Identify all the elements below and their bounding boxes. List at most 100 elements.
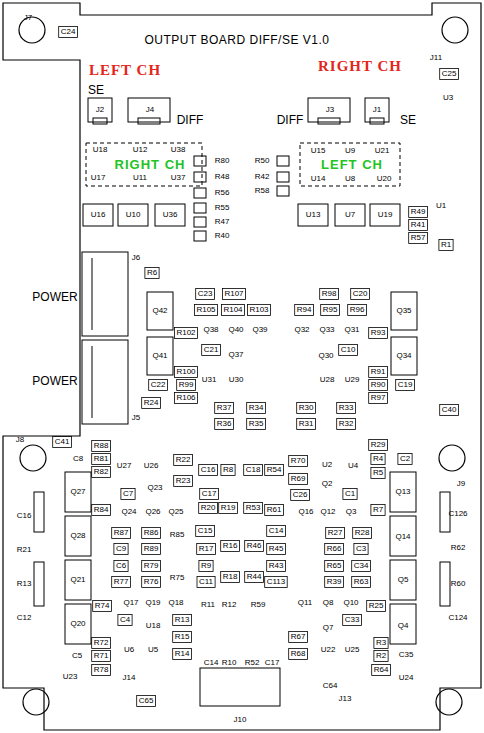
part-label: R80 (215, 157, 230, 165)
part-label: R31 (299, 420, 314, 428)
part-outline (291, 490, 310, 501)
section-label: DIFF (177, 114, 204, 126)
part-label: R1 (441, 241, 451, 249)
part-outline (219, 503, 238, 514)
part-label: U38 (171, 146, 186, 154)
part-outline (202, 345, 221, 356)
part-label: R32 (339, 420, 354, 428)
part-label: C65 (139, 697, 154, 705)
part-label: R90 (371, 381, 386, 389)
part-outline (374, 638, 388, 649)
part-outline (200, 489, 219, 500)
part-label: U25 (345, 646, 360, 654)
part-label: U21 (375, 147, 390, 155)
part-label: C5 (72, 652, 82, 660)
part-label: R69 (291, 475, 306, 483)
part-label: R25 (369, 602, 384, 610)
part-label: C126 (448, 510, 467, 518)
part-label: C40 (442, 406, 457, 414)
part-label: R55 (215, 204, 230, 212)
part-outline (369, 328, 388, 339)
part-label: U37 (171, 174, 186, 182)
part-label: C1 (345, 490, 355, 498)
part-label: U16 (91, 211, 106, 219)
part-label: R20 (201, 504, 216, 512)
part-outline (372, 665, 391, 676)
part-outline (267, 561, 286, 572)
part-label: Q3 (346, 508, 357, 516)
part-label: Q2 (322, 480, 333, 488)
part-label: R37 (217, 404, 232, 412)
part-outline (337, 419, 356, 430)
part-outline (194, 305, 217, 316)
part-label: U13 (306, 211, 321, 219)
part-label: Q37 (228, 351, 243, 359)
part-label: R17 (199, 545, 214, 553)
part-label: C35 (399, 651, 414, 659)
part-outline (247, 403, 266, 414)
part-label: R40 (215, 232, 230, 240)
part-outline (320, 289, 339, 300)
part-label: J3 (326, 106, 334, 114)
part-label: J7 (24, 14, 32, 22)
part-outline (297, 403, 316, 414)
part-label: R39 (327, 578, 342, 586)
part-label: R74 (95, 602, 110, 610)
part-outline (92, 638, 111, 649)
part-label: Q12 (320, 508, 335, 516)
part-outline (245, 541, 264, 552)
part-label: R89 (144, 545, 159, 553)
connector-footprint (82, 98, 389, 706)
part-outline (289, 456, 308, 467)
part-label: R28 (355, 529, 370, 537)
part-outline (326, 528, 345, 539)
part-label: U7 (345, 211, 355, 219)
part-label: U3 (443, 94, 453, 102)
section-label: SE (400, 114, 416, 126)
part-label: R11 (201, 601, 215, 609)
part-outline (145, 268, 159, 279)
part-label: R22 (176, 456, 191, 464)
part-label: R95 (323, 306, 338, 314)
part-outline (92, 665, 111, 676)
part-label: Q38 (203, 326, 218, 334)
part-label: R104 (223, 306, 242, 314)
part-label: R93 (371, 329, 386, 337)
part-label: R67 (291, 633, 306, 641)
part-label: J11 (430, 54, 442, 62)
part-outline (137, 696, 156, 707)
part-label: C26 (293, 491, 308, 499)
part-label: Q14 (395, 533, 410, 541)
part-outline (114, 544, 128, 555)
part-label: R72 (94, 639, 109, 647)
part-label: R60 (451, 580, 466, 588)
part-label: Q19 (145, 599, 160, 607)
section-label: DIFF (277, 114, 304, 126)
part-label: C124 (448, 614, 467, 622)
part-label: Q5 (398, 576, 409, 584)
part-outline (142, 398, 161, 409)
part-label: R23 (176, 477, 191, 485)
part-label: U14 (311, 175, 326, 183)
part-outline (371, 468, 385, 479)
part-outline (177, 380, 196, 391)
part-label: U36 (163, 211, 178, 219)
part-label: R107 (224, 290, 243, 298)
part-label: R18 (223, 573, 238, 581)
pad-footprint (34, 156, 450, 606)
part-label: R14 (175, 650, 190, 658)
part-label: U2 (322, 461, 332, 469)
part-label: U12 (133, 146, 148, 154)
part-label: Q18 (168, 599, 183, 607)
part-outline (244, 503, 263, 514)
section-label: POWER (32, 375, 77, 387)
part-label: J14 (123, 674, 136, 682)
part-outline (244, 465, 263, 476)
part-outline (121, 489, 135, 500)
part-label: U5 (148, 646, 158, 654)
part-label: R70 (291, 457, 306, 465)
part-label: C15 (198, 527, 213, 535)
part-outline (247, 305, 270, 316)
part-label: R58 (255, 187, 270, 195)
part-label: R98 (322, 290, 337, 298)
